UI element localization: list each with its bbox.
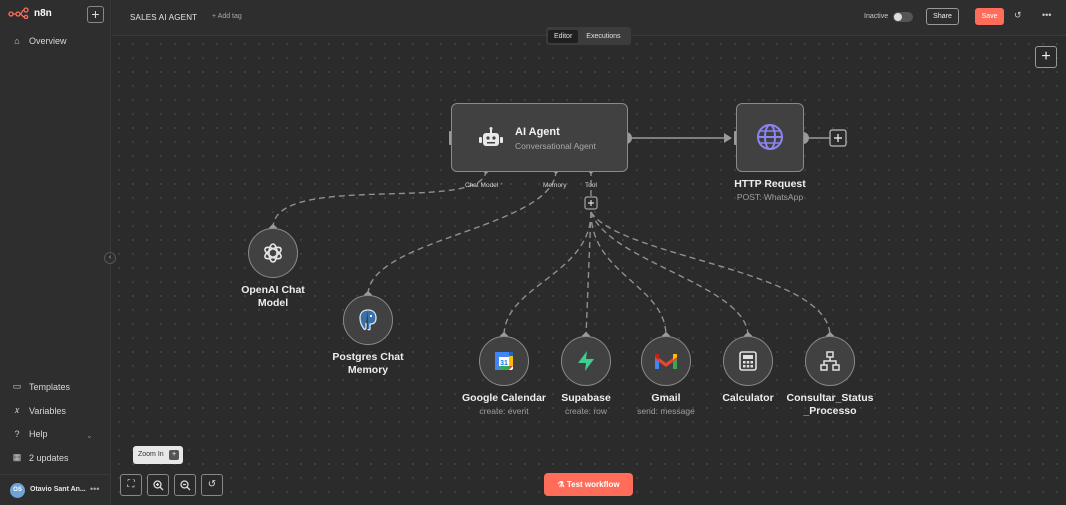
test-workflow-label: Test workflow bbox=[566, 480, 620, 489]
keyboard-shortcut: + bbox=[169, 450, 179, 460]
history-icon[interactable]: ↺ bbox=[1014, 10, 1022, 20]
supabase-node-subtitle: create: row bbox=[564, 406, 608, 416]
more-icon[interactable]: ••• bbox=[90, 484, 100, 494]
node-subtitle: Conversational Agent bbox=[515, 141, 596, 151]
http-node-subtitle: POST: WhatsApp bbox=[736, 192, 804, 202]
user-name: Otavio Sant An... bbox=[30, 486, 86, 493]
reset-zoom-button[interactable]: ↺ bbox=[201, 474, 223, 496]
tooltip-text: Zoom In bbox=[138, 451, 164, 458]
tab-executions[interactable]: Executions bbox=[586, 32, 621, 40]
gmail-node-subtitle: send: message bbox=[637, 406, 695, 416]
share-button[interactable]: Share bbox=[926, 8, 959, 25]
more-options-icon[interactable]: ••• bbox=[1042, 10, 1052, 20]
chat-model-port-label: Chat Model * bbox=[465, 182, 503, 189]
network-icon bbox=[820, 351, 840, 371]
n8n-logo-icon bbox=[8, 7, 29, 19]
workflow-title[interactable]: SALES AI AGENT bbox=[130, 13, 198, 22]
variables-icon: 𝑥 bbox=[14, 405, 20, 415]
consultar-node-title: Consultar_Status_Processo bbox=[786, 392, 874, 417]
sidebar-item-overview[interactable]: ⌂ Overview bbox=[12, 36, 67, 46]
add-node-button[interactable]: + bbox=[1035, 46, 1057, 68]
gift-icon: ▦ bbox=[12, 452, 22, 462]
ai-agent-node[interactable]: AI Agent Conversational Agent bbox=[451, 103, 628, 172]
save-button[interactable]: Save bbox=[975, 8, 1004, 25]
consultar-status-processo-node[interactable] bbox=[805, 336, 855, 386]
sidebar-item-variables[interactable]: 𝑥 Variables bbox=[12, 405, 66, 416]
avatar: OS bbox=[10, 483, 25, 498]
zoom-to-fit-button[interactable]: ⛶ bbox=[120, 474, 142, 496]
flask-icon: ⚗ bbox=[557, 480, 565, 489]
sidebar-item-updates[interactable]: ▦ 2 updates bbox=[12, 452, 69, 463]
fit-screen-icon: ⛶ bbox=[127, 479, 135, 490]
gmail-icon bbox=[655, 354, 677, 369]
collapse-sidebar-button[interactable]: ‹ bbox=[104, 252, 116, 264]
gcal-node-title: Google Calendar bbox=[461, 392, 546, 404]
test-workflow-button[interactable]: ⚗ Test workflow bbox=[544, 473, 633, 496]
templates-icon: ▭ bbox=[12, 381, 22, 391]
add-tool-button[interactable] bbox=[584, 196, 598, 210]
sidebar: n8n + ⌂ Overview ▭ Templates 𝑥 Variables… bbox=[0, 0, 111, 505]
calculator-icon bbox=[739, 351, 757, 371]
active-toggle[interactable] bbox=[893, 12, 913, 22]
supabase-node-title: Supabase bbox=[561, 392, 611, 404]
gcal-node-subtitle: create: event bbox=[479, 406, 529, 416]
add-tag-link[interactable]: + Add tag bbox=[212, 13, 242, 20]
help-icon: ? bbox=[14, 429, 20, 439]
http-request-node[interactable] bbox=[736, 103, 804, 172]
home-icon: ⌂ bbox=[14, 36, 20, 46]
supabase-node[interactable] bbox=[561, 336, 611, 386]
n8n-logo[interactable]: n8n bbox=[8, 7, 52, 19]
http-node-title: HTTP Request bbox=[734, 178, 806, 190]
svg-text:31: 31 bbox=[500, 360, 508, 367]
sidebar-item-label: 2 updates bbox=[29, 452, 69, 463]
tool-port-label: Tool bbox=[585, 182, 597, 189]
postgres-elephant-icon bbox=[359, 309, 377, 331]
google-calendar-icon: 31 bbox=[495, 352, 513, 370]
memory-port-label: Memory bbox=[543, 182, 567, 189]
sidebar-item-label: Templates bbox=[29, 381, 71, 392]
main-connection bbox=[630, 133, 830, 143]
chevron-left-icon: ‹ bbox=[108, 254, 112, 261]
openai-chat-model-node[interactable] bbox=[248, 228, 298, 278]
app-name: n8n bbox=[34, 7, 52, 19]
zoom-out-button[interactable] bbox=[174, 474, 196, 496]
zoom-out-icon bbox=[179, 480, 190, 491]
google-calendar-node[interactable]: 31 bbox=[479, 336, 529, 386]
gmail-node-title: Gmail bbox=[651, 392, 681, 404]
sidebar-item-label: Variables bbox=[29, 405, 66, 416]
add-next-node-button[interactable] bbox=[829, 129, 847, 147]
tab-editor[interactable]: Editor bbox=[548, 29, 579, 43]
zoom-in-icon bbox=[152, 480, 163, 491]
node-title: AI Agent bbox=[515, 126, 560, 138]
chevron-down-icon: ⌄ bbox=[86, 431, 93, 440]
view-tabs: Editor Executions bbox=[546, 27, 631, 45]
robot-icon bbox=[479, 127, 503, 146]
undo-icon: ↺ bbox=[207, 479, 217, 490]
globe-icon bbox=[757, 124, 783, 150]
supabase-bolt-icon bbox=[578, 351, 594, 371]
sidebar-item-help[interactable]: ? Help bbox=[12, 429, 48, 439]
calculator-node[interactable] bbox=[723, 336, 773, 386]
plus-icon: + bbox=[91, 6, 100, 22]
zoom-in-tooltip: Zoom In + bbox=[133, 446, 183, 464]
sidebar-item-label: Overview bbox=[29, 36, 67, 46]
openai-icon bbox=[264, 243, 282, 263]
toggle-knob bbox=[894, 13, 902, 21]
active-status-label: Inactive bbox=[864, 13, 889, 20]
postgres-chat-memory-node[interactable] bbox=[343, 295, 393, 345]
sidebar-item-templates[interactable]: ▭ Templates bbox=[12, 381, 70, 392]
user-menu[interactable]: OS Otavio Sant An... ••• bbox=[0, 474, 111, 505]
zoom-in-button[interactable] bbox=[147, 474, 169, 496]
sub-connections bbox=[272, 169, 831, 337]
plus-icon: + bbox=[1041, 48, 1051, 65]
gmail-node[interactable] bbox=[641, 336, 691, 386]
calculator-node-title: Calculator bbox=[722, 392, 774, 404]
sidebar-item-label: Help bbox=[29, 429, 48, 439]
create-new-button[interactable]: + bbox=[87, 6, 104, 23]
